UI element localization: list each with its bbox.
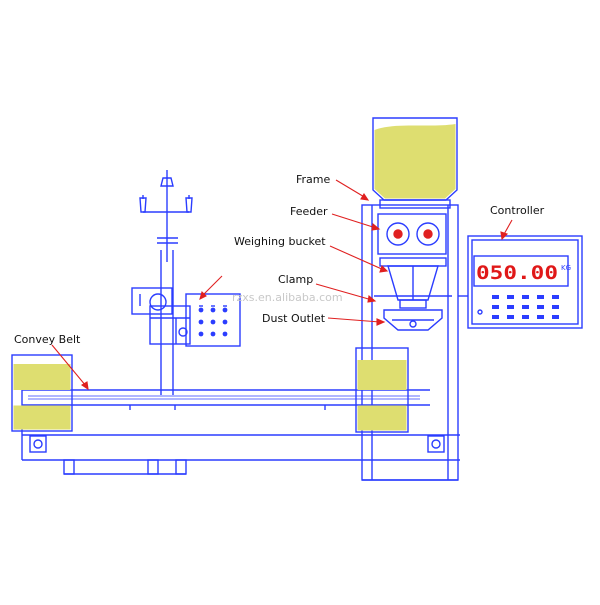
- left-bag: [11, 354, 73, 432]
- control-box: [185, 293, 241, 347]
- watermark: rzxs.en.alibaba.com: [232, 291, 343, 304]
- frame-column: [361, 204, 459, 481]
- weight-unit: KG: [561, 264, 571, 272]
- label-dust-outlet: Dust Outlet: [262, 312, 326, 325]
- left-bag-material: [13, 364, 71, 390]
- label-feeder: Feeder: [290, 205, 328, 218]
- label-weighing-bucket: Weighing bucket: [234, 235, 326, 248]
- sensor-head: [131, 287, 191, 345]
- controller-cabinet: [458, 235, 583, 329]
- right-bag: [355, 347, 409, 433]
- clamp-assembly: [374, 295, 452, 331]
- label-clamp: Clamp: [278, 273, 313, 286]
- weight-display: 050.00: [476, 262, 558, 284]
- label-convey-belt: Convey Belt: [14, 333, 81, 346]
- label-frame: Frame: [296, 173, 331, 186]
- hopper: [372, 117, 458, 209]
- right-bag-material: [357, 360, 407, 390]
- hopper-material: [374, 124, 456, 199]
- feeder-box: [377, 213, 447, 255]
- label-controller: Controller: [490, 204, 545, 217]
- sensor-mast: [139, 170, 193, 395]
- weighing-bucket: [379, 257, 447, 309]
- leader-lines: [51, 179, 513, 391]
